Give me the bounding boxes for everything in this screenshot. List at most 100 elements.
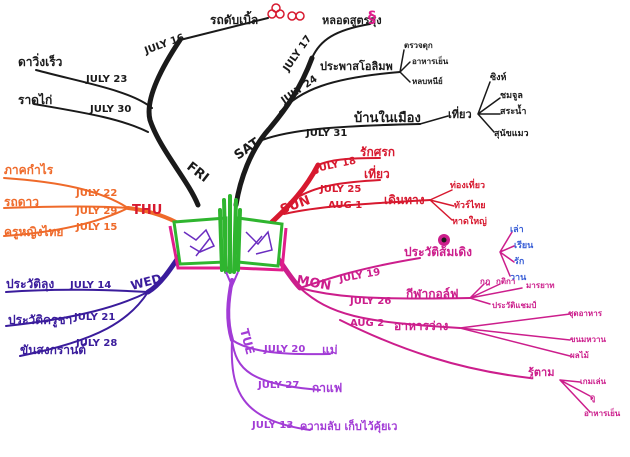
sat-line-jul24: [279, 71, 401, 113]
sun-leaf-aug1-sub-0: ท่องเที่ยว: [450, 178, 485, 191]
wed-date-jul28: JULY 28: [75, 338, 117, 349]
thu-date-jul29: JULY 29: [75, 206, 117, 217]
mon-leaf-jul19: ประวัติส้มเดิง: [404, 245, 472, 259]
thu-date-jul15: JULY 15: [75, 222, 117, 233]
sun-leaf-aug1-sub-1: ทัวร์ไทย: [454, 199, 486, 211]
sat-leaf-jul17-mark: §: [368, 7, 376, 26]
tue-leaf-jul27: กาแฟ: [312, 381, 342, 395]
mon-line-aug2-extra-sub: [559, 379, 591, 413]
book-right-cover: [235, 227, 288, 272]
mon-leaf-jul19-sub-3: วาน: [510, 273, 527, 283]
sat-leaf-jul31-subsub-2: สระน้ำ: [500, 104, 526, 117]
sun-line-jul18: [317, 157, 381, 166]
sat-leaf-jul31-subsub-3: สุนัขแมว: [494, 128, 529, 139]
wed-leaf-jul14: ประวัติลุง: [6, 277, 54, 292]
tue-line-jul13: [230, 339, 311, 431]
sun-label: SUN: [278, 193, 312, 218]
sun-trunk: [269, 162, 321, 225]
book-right-scribble: [245, 230, 273, 255]
mon-leaf-aug2-extra-sub-2: อาหารเย็น: [584, 407, 621, 418]
fri-leaf-jul16: รถดับเบิ้ล: [210, 10, 258, 27]
mon-leaf-jul26: กีฬากอล์ฟ: [406, 287, 459, 301]
branch-thu: [3, 177, 178, 237]
sun-leaf-jul25: เที่ยว: [364, 165, 390, 181]
tue-date-jul20: JULY 20: [263, 344, 305, 355]
sat-line-jul31: [261, 123, 421, 141]
thu-line-jul15: [3, 207, 129, 237]
mon-line-aug2-sub: [459, 313, 571, 357]
mon-leaf-aug2-extra: รู้ตาม: [528, 366, 554, 380]
mon-leaf-aug2-sub-2: ผลไม้: [570, 350, 589, 360]
sat-leaf-jul24-sub-2: หลบหนีย์: [412, 76, 443, 86]
sun-line-aug1-sub: [429, 189, 455, 221]
mon-line-aug2: [299, 287, 461, 329]
sun-date-jul18: JULY 18: [313, 156, 357, 176]
sat-line-jul31-sub: [419, 115, 449, 125]
thu-label: THU: [132, 203, 162, 218]
tue-label: TUE: [237, 327, 257, 356]
sat-leaf-jul24-sub-1: อาหารเย็น: [412, 55, 449, 66]
wed-line-jul14: [5, 288, 149, 293]
mon-leaf-jul19-sub-1: เรียน: [514, 240, 534, 251]
sun-date-jul25: JULY 25: [319, 184, 361, 195]
tue-leaf-jul13: ความลับ เก็บไว้คุ้ยเว: [300, 419, 397, 434]
sat-leaf-jul31-sub: เที่ยว: [448, 106, 472, 121]
mon-label: MON: [295, 273, 332, 294]
fri-leaf-jul30: ราดไก่: [18, 92, 52, 107]
wed-leaf-jul21: ประวัติครูชา: [8, 313, 72, 328]
mon-leaf-aug2-sub-1: ขนมหวาน: [570, 335, 606, 344]
sat-leaf-jul31: บ้านในเมือง: [354, 109, 421, 126]
mon-leaf-jul19-sub-0: เล่า: [510, 224, 524, 235]
thu-leaf-jul29: รถดาว: [4, 195, 39, 209]
tue-date-jul27: JULY 27: [257, 380, 299, 391]
sat-line-jul31-subsub: [477, 81, 501, 133]
wed-line-jul21: [5, 291, 149, 327]
branch-sat: [233, 23, 501, 208]
fri-line-jul30: [33, 103, 149, 133]
thu-line-jul29: [3, 205, 129, 209]
mon-line-jul19: [299, 257, 421, 289]
mon-leaf-aug2-sub-0: ชุดอาหาร: [568, 309, 603, 319]
sun-leaf-aug1-sub-2: หาดใหญ่: [452, 215, 487, 227]
mon-line-jul26: [299, 287, 471, 300]
mon-line-jul26-sub: [469, 283, 523, 305]
thu-line-jul22: [3, 177, 129, 209]
sun-line-aug1: [283, 199, 431, 215]
mon-leaf-jul19-sub-2: รัก: [514, 256, 524, 267]
sat-trunk: [233, 55, 315, 208]
mon-date-aug2: AUG 2: [350, 318, 384, 329]
book-stem: [225, 271, 239, 289]
sun-leaf-jul18: รักศรก: [360, 145, 395, 159]
mon-line-aug2-extra: [339, 319, 531, 379]
wed-label: WED: [129, 271, 163, 293]
mon-leaf-jul26-sub-2: มารยาท: [526, 281, 555, 290]
tue-line-jul20: [231, 339, 331, 356]
thu-date-jul22: JULY 22: [75, 188, 117, 199]
fri-date-jul23: JULY 23: [85, 74, 127, 85]
fri-date-jul16: JULY 16: [142, 32, 186, 57]
fri-line-jul23: [35, 69, 153, 109]
sat-leaf-jul17: หลอดสูตรสุ่ง: [322, 14, 382, 28]
sun-line-jul25: [299, 179, 381, 197]
fri-line-jul16: [179, 17, 269, 41]
mon-date-jul19: JULY 19: [338, 267, 382, 285]
branch-sun: [269, 157, 455, 225]
fri-date-jul30: JULY 30: [89, 104, 131, 115]
tue-trunk: [226, 278, 234, 342]
mon-leaf-jul26-sub-1: กติกา: [496, 277, 515, 286]
thu-leaf-jul15: ครูหญิงไทย: [4, 224, 63, 240]
mon-date-jul26: JULY 26: [349, 296, 391, 307]
fri-leaf-jul23: ดาวิ่งเร็ว: [18, 53, 63, 69]
tue-leaf-jul20: แม่: [322, 343, 338, 357]
mon-line-jul19-sub: [499, 231, 515, 277]
mon-leaf-aug2-extra-sub-0: เกมเล่น: [580, 377, 606, 386]
mon-leaf-jul26-sub-3: ประวัติแชมป์: [492, 300, 536, 310]
flower-doodle-icon: [267, 3, 305, 21]
sun-date-aug1: AUG 1: [328, 200, 362, 211]
sat-leaf-jul31-subsub-0: ซิงห์: [490, 71, 507, 83]
branch-tue: [226, 278, 331, 431]
branch-fri: [33, 17, 269, 208]
wed-line-jul28: [19, 291, 149, 357]
wed-leaf-jul28: ขันสงกรานต์: [20, 343, 86, 357]
